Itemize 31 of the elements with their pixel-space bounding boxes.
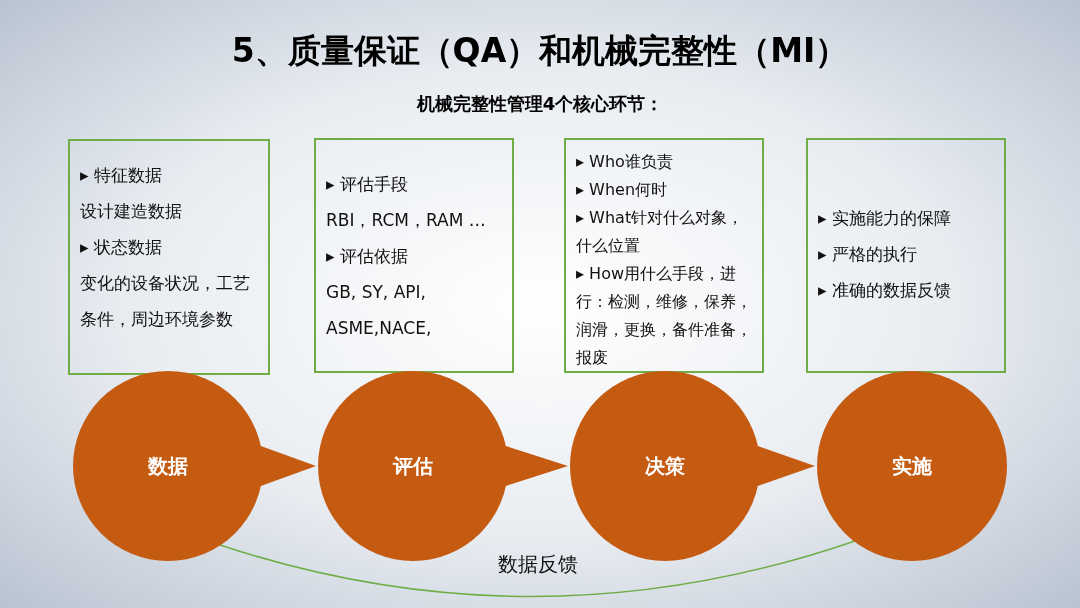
edge-label: 数据反馈	[497, 551, 578, 578]
step-label: 实施	[892, 453, 932, 480]
bullet-text: ▸ 准确的数据反馈	[818, 279, 952, 302]
bullet-text: ▸ 实施能力的保障	[818, 207, 952, 230]
text-box	[564, 138, 764, 373]
bullet-text: ▸ Who谁负责	[576, 151, 674, 173]
text-box	[68, 139, 270, 375]
bullet-text: GB, SY, API,	[326, 281, 427, 304]
bullet-text: ▸ 特征数据	[80, 164, 163, 187]
bullet-text: ▸ How用什么手段，进行：检测，维修，保养，润滑，更换，备件准备，报废	[576, 263, 752, 369]
bullet-text: ▸ 状态数据	[80, 236, 163, 259]
text-box	[314, 138, 514, 373]
bullet-text: RBI，RCM，RAM …	[326, 209, 487, 232]
arrow	[260, 446, 316, 486]
text-box	[806, 138, 1006, 373]
arrow	[757, 446, 815, 486]
step-label: 数据	[148, 453, 188, 480]
bullet-text: ASME,NACE,	[326, 317, 433, 340]
arrow	[505, 446, 568, 486]
bullet-text: ▸ 评估手段	[326, 173, 409, 196]
feedback-curve	[219, 540, 856, 598]
bullet-text: 设计建造数据	[80, 200, 183, 223]
step-label: 决策	[645, 453, 685, 480]
step-label: 评估	[393, 453, 433, 480]
bullet-text: ▸ What针对什么对象，什么位置	[576, 207, 745, 257]
bullet-text: ▸ 评估依据	[326, 245, 409, 268]
title: 5、质量保证（QA）和机械完整性（MI）	[231, 30, 849, 72]
bullet-text: ▸ 严格的执行	[818, 243, 918, 266]
bullet-text: 变化的设备状况，工艺条件，周边环境参数	[80, 272, 251, 331]
bullet-text: ▸ When何时	[576, 179, 669, 201]
subtitle: 机械完整性管理4个核心环节：	[416, 92, 664, 116]
